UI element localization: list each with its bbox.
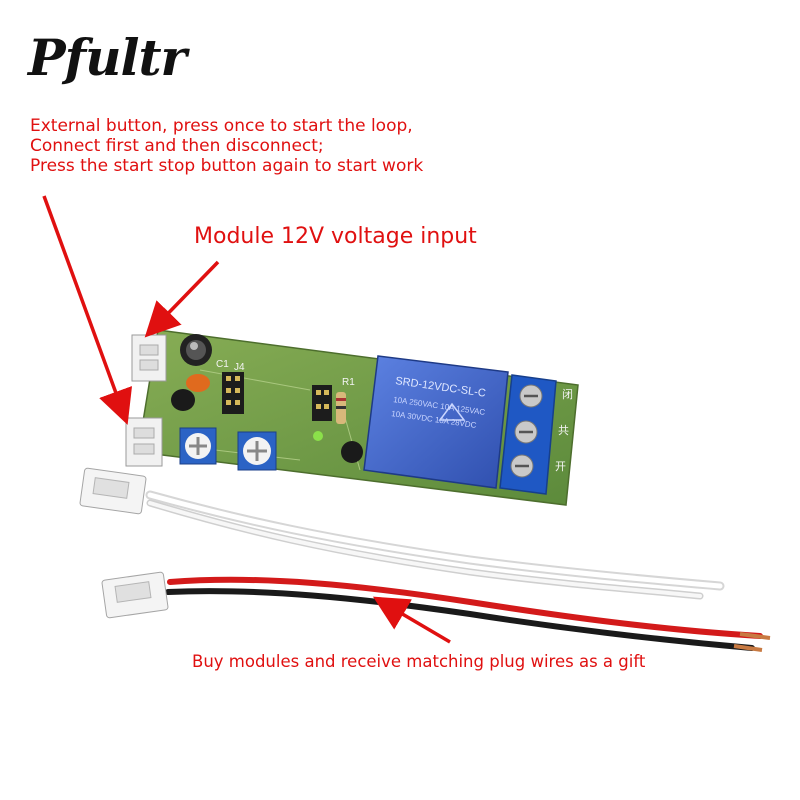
potentiometer-2	[237, 431, 277, 471]
note-line-2: Connect first and then disconnect;	[30, 136, 324, 156]
voltage-input-label: Module 12V voltage input	[194, 224, 477, 249]
electrolytic-capacitor	[180, 334, 212, 366]
arrow-to-wires	[372, 596, 451, 644]
white-button-wire	[79, 467, 725, 600]
arrow-to-button-connector	[42, 195, 133, 425]
silk-label-r1: R1	[342, 377, 355, 388]
note-line-3: Press the start stop button again to sta…	[30, 156, 424, 176]
relay: SRD-12VDC-SL-C 10A 250VAC 10A 125VAC 10A…	[363, 355, 509, 489]
silk-label-j4: J4	[234, 362, 245, 373]
terminal-label-no: 开	[555, 460, 566, 473]
ceramic-capacitor	[186, 374, 210, 392]
arrow-to-power-connector	[144, 260, 220, 338]
jumper-header-2	[312, 385, 332, 421]
red-black-power-wire	[101, 571, 771, 652]
potentiometer-1	[179, 427, 217, 465]
gift-note: Buy modules and receive matching plug wi…	[192, 652, 646, 671]
transistor-2	[341, 441, 363, 463]
status-led	[313, 431, 323, 441]
terminal-label-com: 共	[558, 424, 569, 437]
transistor	[171, 389, 195, 411]
warning-triangle-icon	[438, 402, 466, 421]
screw-terminal-block	[499, 374, 557, 495]
power-input-connector	[131, 334, 167, 382]
terminal-label-nc: 闭	[562, 388, 573, 401]
annotation-arrows	[42, 195, 451, 644]
brand-logo: Pfultr	[28, 28, 187, 87]
external-button-note: External button, press once to start the…	[30, 116, 423, 176]
silk-label-c1: C1	[216, 359, 229, 370]
resistor	[336, 392, 346, 424]
note-line-1: External button, press once to start the…	[30, 116, 413, 136]
jumper-header	[222, 372, 244, 414]
button-input-connector	[125, 417, 163, 467]
